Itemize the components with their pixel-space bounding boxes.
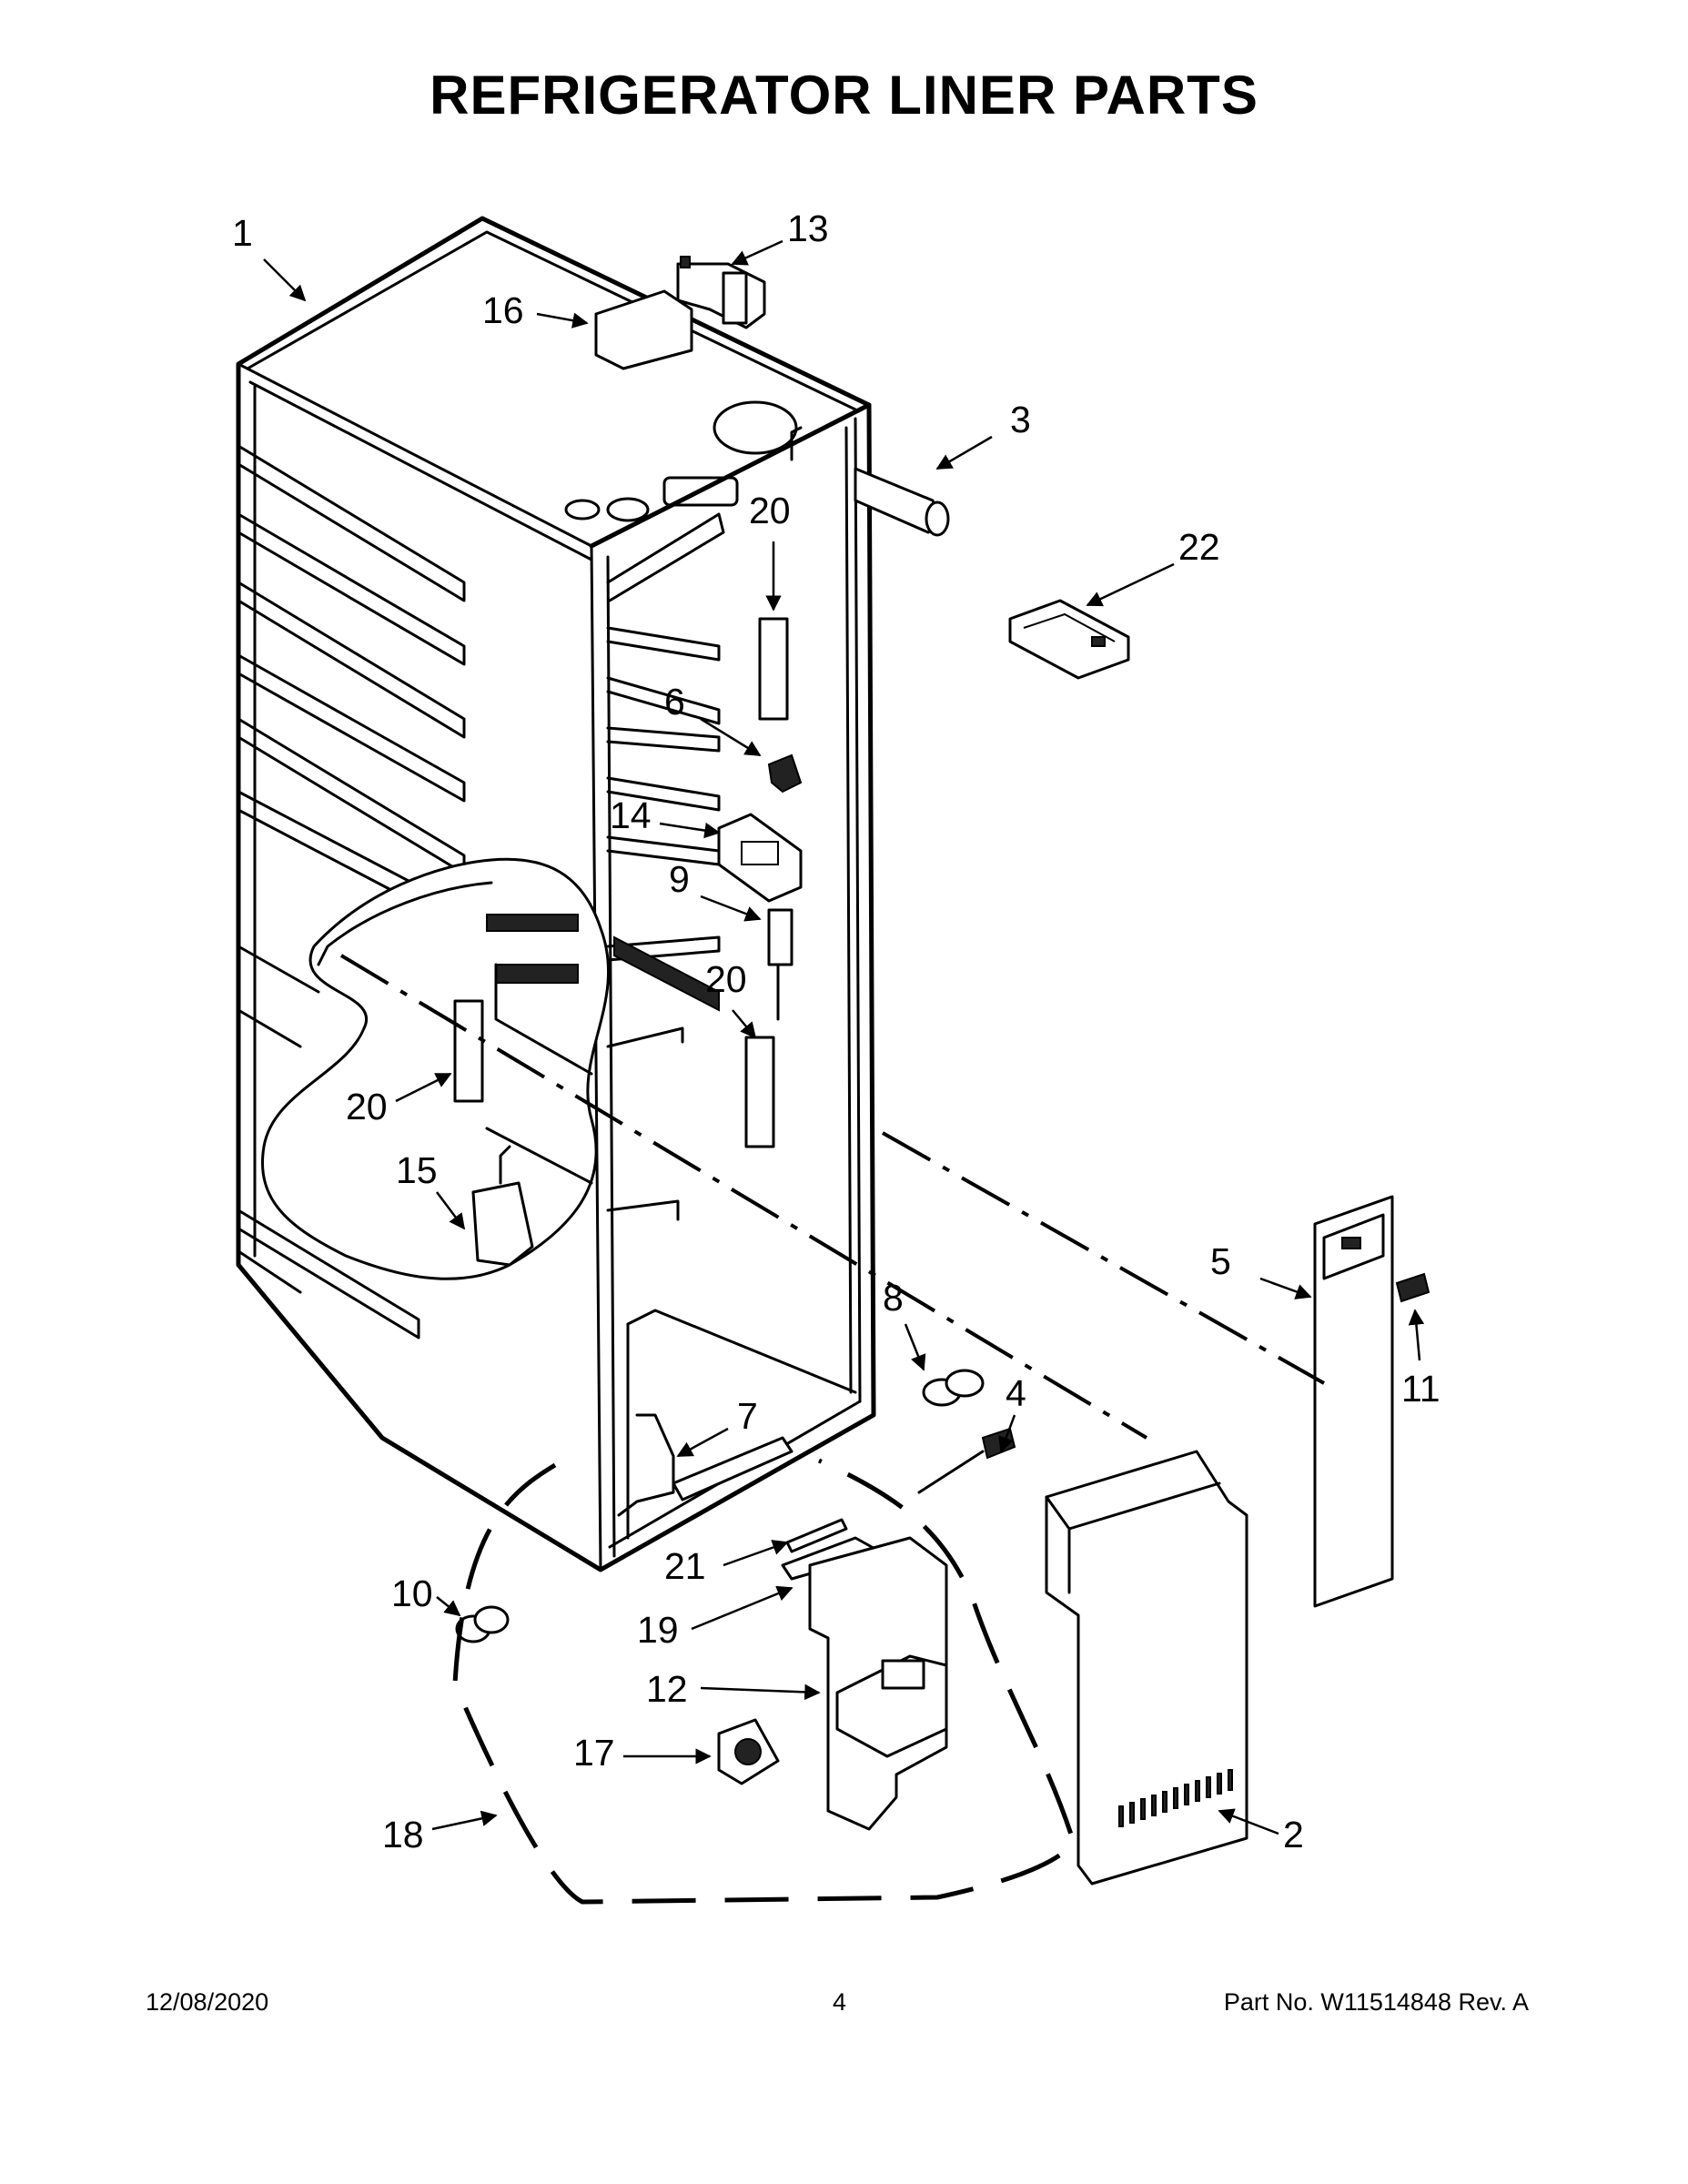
callout-6: 6 — [664, 681, 685, 723]
part-17-fan — [717, 1718, 780, 1785]
part-8-plug — [922, 1369, 985, 1407]
callout-22: 22 — [1178, 526, 1220, 568]
part-2-rear-panel — [1045, 1450, 1248, 1886]
part-5-panel — [1313, 1195, 1394, 1608]
assembly-line-1 — [339, 954, 1148, 1440]
footer-date: 12/08/2020 — [146, 1988, 269, 2016]
callout-4: 4 — [1006, 1372, 1026, 1414]
callout-20-mid: 20 — [705, 958, 747, 1000]
part-7-heater — [617, 1413, 793, 1517]
part-11-button — [1395, 1272, 1430, 1303]
callout-10: 10 — [391, 1572, 433, 1614]
liner-cabinet — [236, 216, 876, 1572]
callout-17: 17 — [573, 1732, 615, 1774]
callout-15: 15 — [396, 1149, 438, 1191]
callout-9: 9 — [669, 858, 690, 900]
part-3-filter — [854, 467, 950, 537]
diagram-title: REFRIGERATOR LINER PARTS — [430, 65, 1258, 126]
callout-5: 5 — [1210, 1240, 1231, 1282]
callout-21: 21 — [664, 1545, 706, 1587]
part-15-module — [471, 1145, 534, 1267]
part-13-bracket — [676, 256, 766, 329]
part-10-plug — [455, 1605, 510, 1643]
callout-16: 16 — [482, 289, 524, 331]
callout-14: 14 — [610, 794, 652, 836]
callout-13: 13 — [787, 207, 829, 249]
part-14-housing — [717, 813, 803, 903]
part-20-lens-top — [758, 617, 789, 721]
right-shelf-rails — [606, 512, 725, 1221]
part-9-thermistor — [767, 908, 793, 1021]
callout-8: 8 — [883, 1277, 904, 1319]
callout-11: 11 — [1401, 1368, 1440, 1410]
part-12-evaporator-cover — [808, 1536, 948, 1831]
footer-page-number: 4 — [833, 1988, 847, 2016]
part-22-control — [1008, 599, 1130, 680]
callout-1: 1 — [232, 212, 253, 254]
footer-part-number: Part No. W11514848 Rev. A — [1223, 1988, 1529, 2016]
part-4-sensor — [917, 1427, 1016, 1494]
part-16-cover — [594, 289, 693, 370]
assembly-line-2 — [882, 1131, 1325, 1385]
part-6-switch — [767, 753, 803, 794]
part-20-lens-cutaway — [453, 999, 484, 1103]
callout-20-top: 20 — [749, 490, 791, 531]
callout-12: 12 — [646, 1668, 688, 1710]
callout-19: 19 — [637, 1609, 679, 1651]
callout-2: 2 — [1283, 1814, 1304, 1855]
callout-18: 18 — [382, 1814, 424, 1855]
part-21-strip — [785, 1518, 848, 1553]
callout-7: 7 — [737, 1395, 758, 1437]
vent-slots — [1118, 1769, 1233, 1827]
part-18-outline — [452, 1458, 1076, 1905]
part-20-lens-mid — [744, 1036, 775, 1148]
callout-3: 3 — [1010, 399, 1031, 440]
callout-20-cutaway: 20 — [346, 1086, 388, 1127]
